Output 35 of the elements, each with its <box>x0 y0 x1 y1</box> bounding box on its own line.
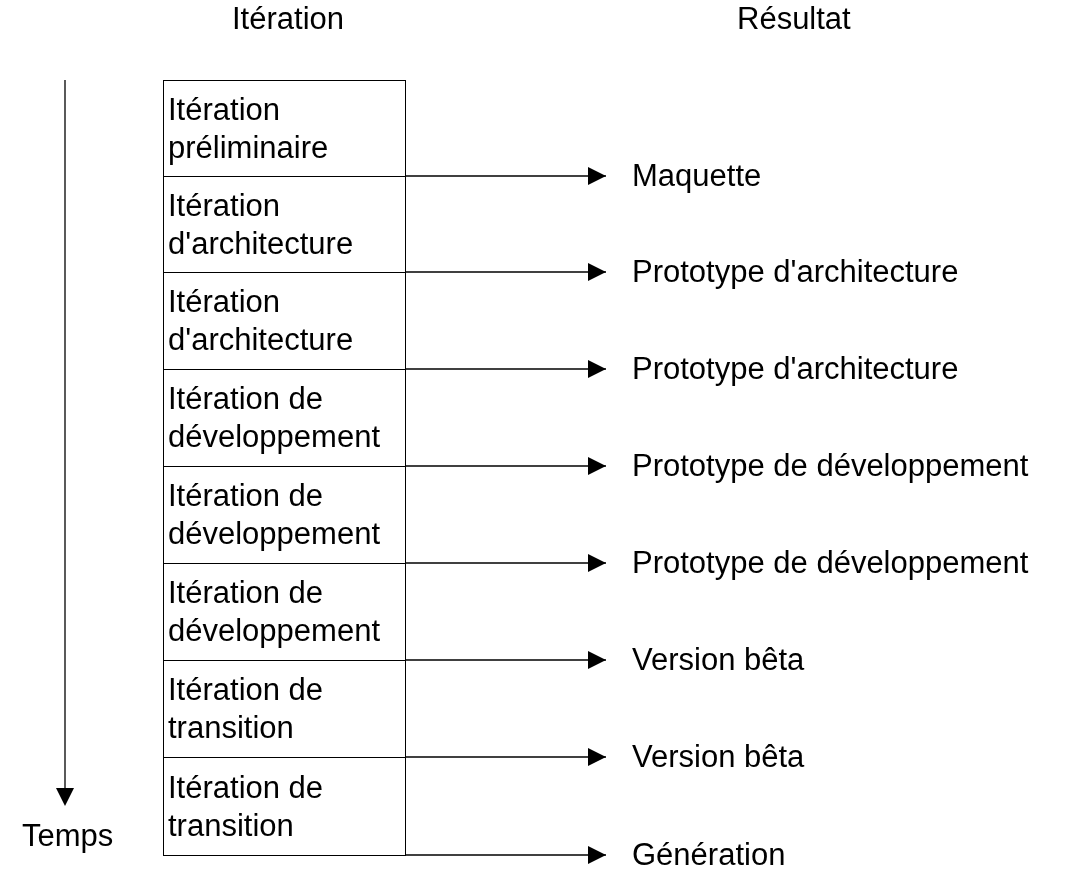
iteration-box <box>163 563 406 661</box>
arrow <box>404 457 607 475</box>
axis-label: Temps <box>22 817 114 855</box>
arrow <box>404 263 607 281</box>
iteration-box <box>163 176 406 273</box>
column-header: Résultat <box>737 0 851 38</box>
result-text: Version bêta <box>632 641 805 679</box>
result-text: Prototype d'architecture <box>632 350 959 388</box>
iteration-box <box>163 466 406 564</box>
result-text: Génération <box>632 836 786 869</box>
iteration-box <box>163 272 406 370</box>
box-text: Itération préliminaire <box>167 90 330 167</box>
result-text: Prototype de développement <box>632 544 1029 582</box>
arrow <box>404 554 607 572</box>
arrow <box>404 167 607 185</box>
box-text: Itération d'architecture <box>167 283 355 359</box>
box-text: Itération de développement <box>167 574 381 650</box>
iteration-box <box>163 369 406 467</box>
box-text: Itération d'architecture <box>167 186 355 263</box>
arrow <box>404 748 607 766</box>
box-text: Itération de transition <box>167 768 325 845</box>
result-text: Maquette <box>632 157 762 195</box>
result-text: Prototype d'architecture <box>632 253 959 291</box>
arrow <box>404 651 607 669</box>
box-text: Itération de développement <box>167 380 381 456</box>
iteration-box <box>163 757 406 856</box>
column-header: Itération <box>232 0 344 38</box>
iteration-box <box>163 80 406 177</box>
result-text: Prototype de développement <box>632 447 1029 485</box>
box-text: Itération de développement <box>167 477 381 553</box>
result-text: Version bêta <box>632 738 805 776</box>
iteration-box <box>163 660 406 758</box>
arrow <box>404 360 607 378</box>
box-text: Itération de transition <box>167 671 325 747</box>
arrow <box>404 846 607 864</box>
